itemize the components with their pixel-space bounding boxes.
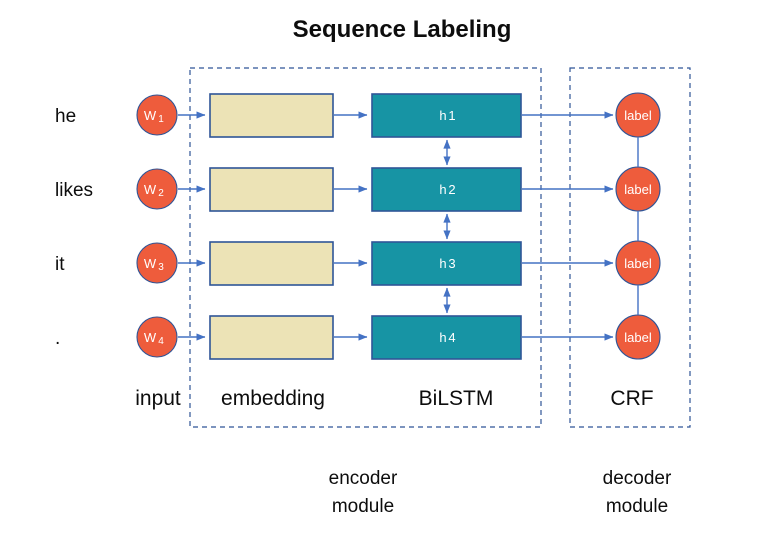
page-title: Sequence Labeling: [293, 16, 512, 43]
bilstm-cell-label: h: [439, 256, 446, 271]
word-node-label: W: [144, 256, 157, 271]
bilstm-cell-index: 1: [448, 108, 455, 123]
bilstm-cell-index: 3: [448, 256, 455, 271]
word-node-label: W: [144, 108, 157, 123]
encoder-module-caption-line1: encoder: [329, 468, 398, 489]
input-word-label: it: [55, 254, 65, 275]
word-node[interactable]: [136, 94, 178, 136]
bilstm-cell-index: 4: [448, 330, 455, 345]
input-word-label: likes: [55, 180, 93, 201]
embedding-box[interactable]: [209, 167, 334, 212]
bilstm-cell[interactable]: [371, 241, 522, 286]
word-node[interactable]: [136, 316, 178, 358]
token-row: . W 4 h 4 label: [55, 314, 661, 360]
layer-caption-input: input: [135, 387, 181, 410]
crf-label-text: label: [624, 256, 652, 271]
word-node-label: W: [144, 182, 157, 197]
word-node[interactable]: [136, 168, 178, 210]
bilstm-cell[interactable]: [371, 167, 522, 212]
bilstm-cell-index: 2: [448, 182, 455, 197]
embedding-box[interactable]: [209, 241, 334, 286]
bilstm-cell[interactable]: [371, 93, 522, 138]
bilstm-cell[interactable]: [371, 315, 522, 360]
decoder-module-caption-line1: decoder: [603, 468, 672, 489]
layer-caption-crf: CRF: [610, 387, 653, 410]
encoder-module-caption-line2: module: [332, 496, 394, 517]
decoder-module-box: [569, 67, 691, 428]
input-word-label: he: [55, 106, 76, 127]
crf-label-text: label: [624, 330, 652, 345]
layer-caption-embedding: embedding: [221, 387, 325, 410]
word-node-index: 4: [158, 336, 164, 347]
embedding-box[interactable]: [209, 93, 334, 138]
crf-label-text: label: [624, 182, 652, 197]
token-row: he W 1 h 1 label: [55, 92, 661, 138]
word-node-index: 2: [158, 188, 164, 199]
crf-label-text: label: [624, 108, 652, 123]
word-node-label: W: [144, 330, 157, 345]
bilstm-cell-label: h: [439, 108, 446, 123]
bilstm-cell-label: h: [439, 182, 446, 197]
input-word-label: .: [55, 328, 60, 349]
bilstm-cell-label: h: [439, 330, 446, 345]
embedding-box[interactable]: [209, 315, 334, 360]
layer-caption-bilstm: BiLSTM: [419, 387, 494, 410]
token-row: it W 3 h 3 label: [55, 240, 661, 286]
word-node[interactable]: [136, 242, 178, 284]
decoder-module-caption-line2: module: [606, 496, 668, 517]
token-row: likes W 2 h 2 label: [55, 166, 661, 212]
word-node-index: 1: [158, 114, 164, 125]
encoder-module-box: [189, 67, 542, 428]
word-node-index: 3: [158, 262, 164, 273]
